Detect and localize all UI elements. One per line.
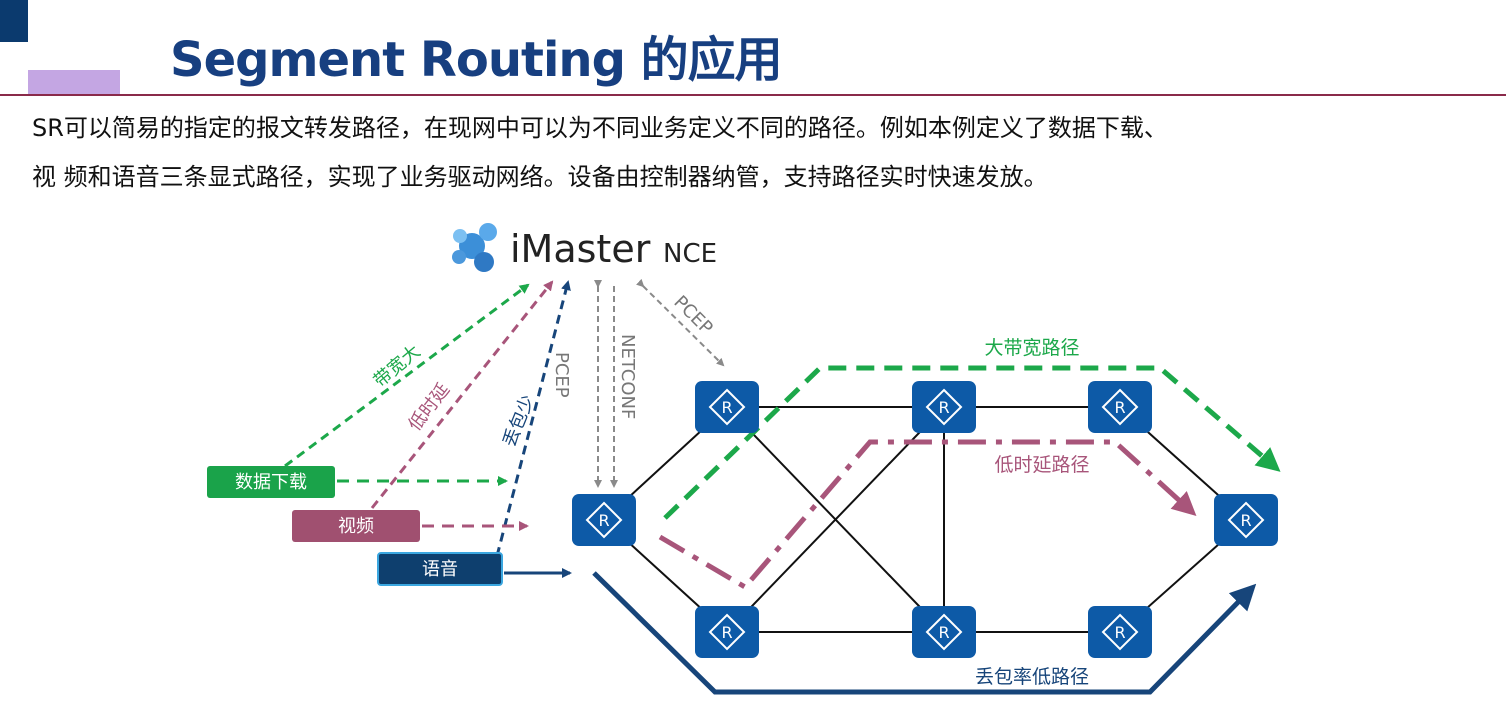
router-label: R bbox=[1114, 398, 1125, 417]
router-label: R bbox=[598, 511, 609, 530]
imaster-logo-icon bbox=[452, 223, 497, 272]
router-label: R bbox=[1240, 511, 1251, 530]
router-icon: R bbox=[572, 494, 636, 546]
service-voice-label: 语音 bbox=[422, 559, 458, 580]
title-divider bbox=[0, 94, 1506, 96]
title-accent-bar bbox=[28, 70, 120, 94]
router-icon: R bbox=[1088, 606, 1152, 658]
router-icon: R bbox=[1088, 381, 1152, 433]
routers: R R R R R R R R bbox=[572, 381, 1278, 658]
router-icon: R bbox=[912, 381, 976, 433]
label-loss-path: 丢包率低路径 bbox=[975, 666, 1089, 688]
label-bandwidth-path: 大带宽路径 bbox=[984, 337, 1079, 359]
label-pcep-right: PCEP bbox=[669, 292, 716, 339]
service-data-download: 数据下载 bbox=[207, 466, 335, 498]
label-pcep-left: PCEP bbox=[551, 352, 572, 398]
pcep-link-right bbox=[635, 278, 725, 367]
router-label: R bbox=[938, 398, 949, 417]
controller-suffix: NCE bbox=[663, 239, 717, 269]
router-icon: R bbox=[695, 381, 759, 433]
delay-request-arrow bbox=[370, 280, 554, 509]
bandwidth-path bbox=[663, 365, 1281, 520]
label-delay: 低时延 bbox=[404, 380, 454, 435]
loss-path bbox=[592, 571, 1257, 695]
router-label: R bbox=[721, 398, 732, 417]
router-icon: R bbox=[1214, 494, 1278, 546]
router-label: R bbox=[1114, 623, 1125, 642]
label-delay-path: 低时延路径 bbox=[994, 454, 1089, 476]
bandwidth-request-arrow bbox=[284, 283, 530, 468]
service-video: 视频 bbox=[292, 510, 420, 542]
corner-accent bbox=[0, 0, 28, 42]
label-netconf: NETCONF bbox=[617, 334, 638, 419]
router-icon: R bbox=[695, 606, 759, 658]
intro-line-2: 视 频和语音三条显式路径，实现了业务驱动网络。设备由控制器纳管，支持路径实时快速… bbox=[32, 163, 1048, 191]
router-label: R bbox=[721, 623, 732, 642]
intro-line-1: SR可以简易的指定的报文转发路径，在现网中可以为不同业务定义不同的路径。例如本例… bbox=[32, 114, 1168, 142]
page-title: Segment Routing 的应用 bbox=[170, 32, 783, 88]
controller-name: iMaster bbox=[510, 227, 651, 271]
loss-request-arrow bbox=[495, 280, 571, 557]
delay-path bbox=[658, 439, 1197, 591]
router-icon: R bbox=[912, 606, 976, 658]
router-label: R bbox=[938, 623, 949, 642]
service-voice: 语音 bbox=[377, 552, 503, 586]
service-data-download-label: 数据下载 bbox=[235, 472, 307, 493]
service-video-label: 视频 bbox=[338, 516, 374, 537]
